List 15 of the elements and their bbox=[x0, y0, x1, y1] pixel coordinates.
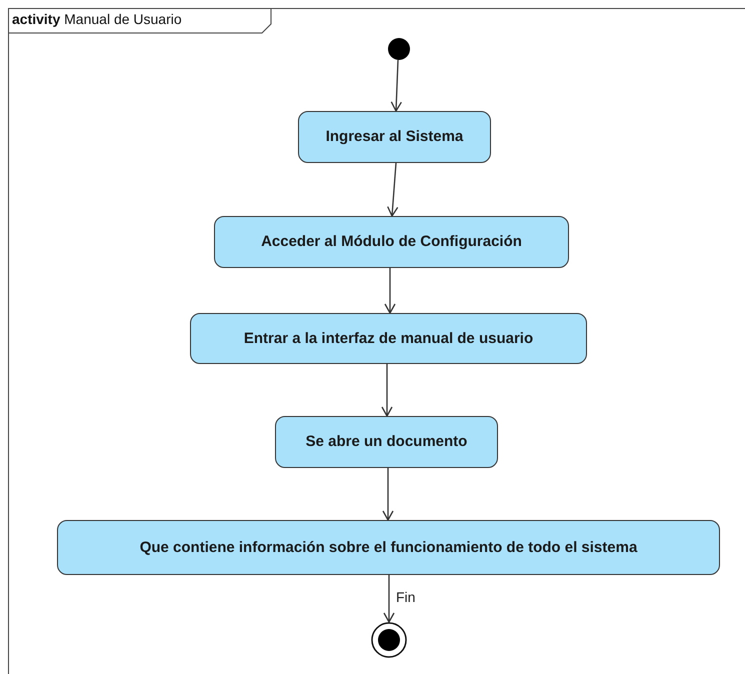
action-box: Ingresar al Sistema bbox=[298, 111, 491, 163]
edge-label: Fin bbox=[395, 589, 416, 605]
arrow bbox=[382, 468, 394, 521]
action-box: Que contiene información sobre el funcionamiento de todo el sistema bbox=[57, 520, 720, 575]
arrow bbox=[381, 364, 393, 417]
arrow bbox=[390, 60, 402, 112]
start-node bbox=[388, 38, 410, 60]
action-box: Se abre un documento bbox=[275, 416, 498, 468]
action-box: Acceder al Módulo de Configuración bbox=[214, 216, 569, 268]
arrow bbox=[387, 162, 398, 217]
arrow bbox=[384, 268, 396, 314]
arrow bbox=[383, 575, 395, 623]
end-node bbox=[371, 622, 407, 658]
diagram-title: activity Manual de Usuario bbox=[12, 11, 182, 27]
action-box: Entrar a la interfaz de manual de usuario bbox=[190, 313, 587, 364]
